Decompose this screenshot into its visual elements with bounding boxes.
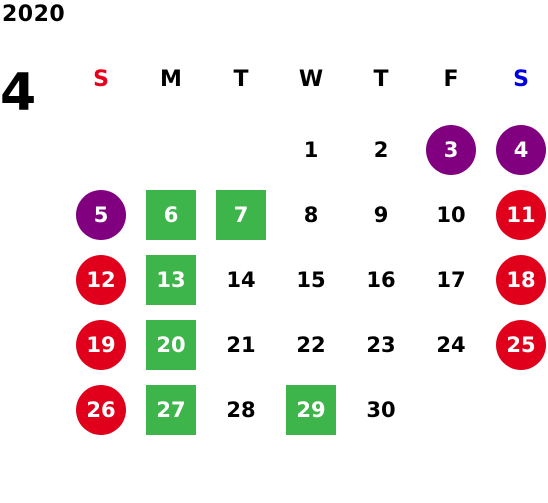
day-number: 12 [76, 254, 126, 305]
day-number: 27 [146, 384, 196, 435]
day-number: 18 [496, 254, 546, 305]
day-number: 7 [216, 189, 266, 240]
day-cell[interactable]: 23 [346, 312, 416, 377]
day-cell[interactable]: 20 [136, 312, 206, 377]
day-cell[interactable]: 24 [416, 312, 486, 377]
day-cell[interactable]: 26 [66, 377, 136, 442]
day-cell[interactable]: 13 [136, 247, 206, 312]
day-cell[interactable]: 15 [276, 247, 346, 312]
weekday-header: T [373, 67, 389, 92]
day-number: 30 [366, 397, 396, 422]
day-number: 16 [366, 267, 396, 292]
month-number: 4 [0, 63, 37, 123]
day-cell[interactable]: 2 [346, 117, 416, 182]
day-number: 11 [496, 189, 546, 240]
day-cell[interactable]: 21 [206, 312, 276, 377]
day-number: 10 [436, 202, 466, 227]
day-number: 4 [496, 124, 546, 175]
day-number: 19 [76, 319, 126, 370]
day-cell[interactable]: 22 [276, 312, 346, 377]
day-number: 3 [426, 124, 476, 175]
day-cell[interactable]: 18 [486, 247, 548, 312]
day-number: 1 [303, 137, 319, 162]
day-cell[interactable]: 28 [206, 377, 276, 442]
empty-day-cell [136, 117, 206, 182]
year-label: 2020 [2, 2, 66, 27]
day-number: 22 [296, 332, 326, 357]
weekday-header: F [443, 67, 459, 92]
day-number: 20 [146, 319, 196, 370]
day-number: 8 [303, 202, 319, 227]
empty-day-cell [206, 117, 276, 182]
day-cell[interactable]: 1 [276, 117, 346, 182]
day-cell[interactable]: 14 [206, 247, 276, 312]
day-number: 14 [226, 267, 256, 292]
weekday-header: T [233, 67, 249, 92]
day-number: 15 [296, 267, 326, 292]
day-number: 23 [366, 332, 396, 357]
weekday-header: S [513, 67, 529, 92]
day-number: 26 [76, 384, 126, 435]
day-number: 21 [226, 332, 256, 357]
day-cell[interactable]: 6 [136, 182, 206, 247]
day-cell[interactable]: 27 [136, 377, 206, 442]
day-cell[interactable]: 19 [66, 312, 136, 377]
day-cell[interactable]: 7 [206, 182, 276, 247]
day-cell[interactable]: 16 [346, 247, 416, 312]
day-number: 5 [76, 189, 126, 240]
day-cell[interactable]: 8 [276, 182, 346, 247]
empty-day-cell [66, 117, 136, 182]
day-number: 28 [226, 397, 256, 422]
day-cell[interactable]: 30 [346, 377, 416, 442]
day-cell[interactable]: 10 [416, 182, 486, 247]
weekday-header: W [298, 67, 324, 92]
day-number: 2 [373, 137, 389, 162]
day-number: 24 [436, 332, 466, 357]
day-cell[interactable]: 25 [486, 312, 548, 377]
weekday-header: S [93, 67, 109, 92]
weekday-header: M [160, 67, 182, 92]
day-number: 25 [496, 319, 546, 370]
day-cell[interactable]: 29 [276, 377, 346, 442]
day-cell[interactable]: 11 [486, 182, 548, 247]
day-number: 13 [146, 254, 196, 305]
day-cell[interactable]: 4 [486, 117, 548, 182]
day-cell[interactable]: 9 [346, 182, 416, 247]
day-cell[interactable]: 17 [416, 247, 486, 312]
day-cell[interactable]: 5 [66, 182, 136, 247]
day-cell[interactable]: 3 [416, 117, 486, 182]
day-number: 17 [436, 267, 466, 292]
day-number: 29 [286, 384, 336, 435]
day-number: 9 [373, 202, 389, 227]
day-number: 6 [146, 189, 196, 240]
day-cell[interactable]: 12 [66, 247, 136, 312]
